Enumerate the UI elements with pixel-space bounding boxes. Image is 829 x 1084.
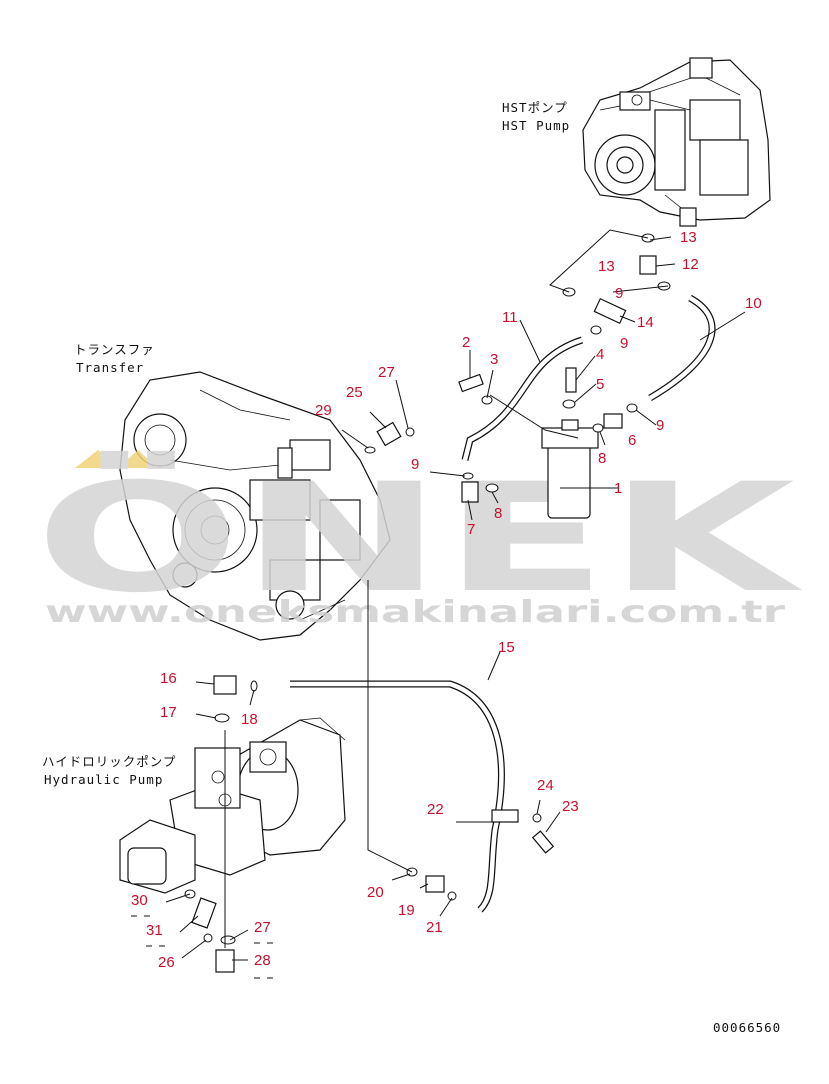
transfer-label-jp: トランスファ — [74, 342, 155, 357]
callout-7: 7 — [467, 521, 475, 538]
watermark-accent-triangle — [118, 450, 158, 468]
callout-13a: 13 — [680, 229, 697, 246]
callout-6: 6 — [628, 432, 636, 449]
callout-8b: 8 — [494, 505, 502, 522]
callout-11: 11 — [502, 309, 518, 326]
watermark: ÖNEK www.oneksmakinalari.com.tr — [35, 450, 803, 630]
leader-lines — [165, 229, 746, 961]
transfer-case — [119, 371, 391, 641]
watermark-brand: ÖNEK — [35, 450, 803, 626]
callout-27a: 27 — [378, 364, 395, 381]
hst-pump — [582, 57, 771, 227]
watermark-accent-triangle — [75, 450, 120, 468]
callout-9a: 9 — [615, 285, 623, 302]
callout-12: 12 — [682, 256, 699, 273]
hydraulic-pump — [119, 717, 346, 894]
callout-9b: 9 — [620, 335, 628, 352]
callout-2: 2 — [462, 334, 470, 351]
callout-16: 16 — [160, 670, 177, 687]
callout-29: 29 — [315, 402, 332, 419]
label-dashes — [131, 915, 273, 979]
callout-15: 15 — [498, 639, 515, 656]
callout-26: 26 — [158, 954, 175, 971]
callout-17: 17 — [160, 704, 177, 721]
callout-21: 21 — [426, 919, 443, 936]
callout-1: 1 — [614, 480, 622, 497]
callout-4: 4 — [596, 346, 604, 363]
fittings — [191, 255, 657, 973]
transfer-label-en: Transfer — [76, 360, 144, 375]
callouts: 1 2 3 4 5 6 7 8 8 9 9 9 9 9 10 11 12 13 … — [131, 229, 762, 971]
callout-8a: 8 — [598, 450, 606, 467]
hst-pump-label-jp: HSTポンプ — [502, 100, 568, 115]
callout-22: 22 — [427, 801, 444, 818]
callout-25: 25 — [346, 384, 363, 401]
hose-10 — [648, 294, 716, 402]
callout-9c: 9 — [656, 417, 664, 434]
callout-24: 24 — [537, 777, 554, 794]
callout-20: 20 — [367, 884, 384, 901]
hst-pump-label-en: HST Pump — [502, 118, 570, 133]
callout-13b: 13 — [598, 258, 615, 275]
callout-27b: 27 — [254, 919, 271, 936]
callout-28: 28 — [254, 952, 271, 969]
hydraulic-pump-label-en: Hydraulic Pump — [44, 772, 163, 787]
watermark-url: www.oneksmakinalari.com.tr — [45, 595, 785, 630]
callout-19: 19 — [398, 902, 415, 919]
callout-14: 14 — [637, 314, 654, 331]
drawing-number: 00066560 — [713, 1020, 781, 1035]
callout-5: 5 — [596, 376, 604, 393]
callout-23: 23 — [562, 798, 579, 815]
callout-10: 10 — [745, 295, 762, 312]
hydraulic-pump-label-jp: ハイドロリックポンプ — [42, 754, 176, 769]
callout-30: 30 — [131, 892, 148, 909]
callout-9d: 9 — [411, 456, 419, 473]
callout-31: 31 — [146, 922, 163, 939]
oil-filter — [541, 419, 599, 519]
callout-3: 3 — [490, 351, 498, 368]
callout-18: 18 — [241, 711, 258, 728]
